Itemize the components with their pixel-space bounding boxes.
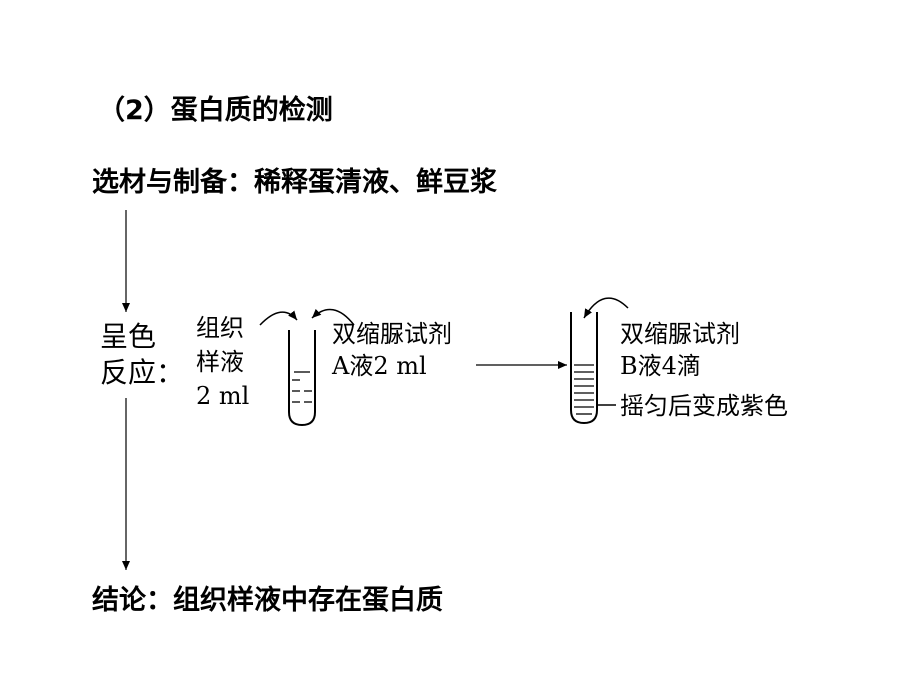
section-title: （2）蛋白质的检测 [98, 95, 333, 126]
test-tube-right [570, 312, 598, 425]
material-preparation: 选材与制备：稀释蛋清液、鲜豆浆 [92, 167, 497, 198]
sample-label-line1: 组织 [196, 314, 244, 342]
conclusion: 结论：组织样液中存在蛋白质 [92, 585, 443, 616]
pour-arrow-reagent-a [311, 308, 355, 326]
reagent-b-line2: B液4滴 [620, 352, 701, 380]
pour-arrow-reagent-b [583, 297, 629, 319]
reaction-label-line1: 呈色 [100, 320, 157, 353]
test-tube-left [288, 330, 316, 427]
pour-arrow-sample [259, 310, 298, 326]
result-note: 摇匀后变成紫色 [620, 392, 788, 420]
reaction-label-line2: 反应： [100, 356, 185, 389]
sample-label-line3: 2 ml [196, 382, 250, 410]
reagent-b-line1: 双缩脲试剂 [620, 320, 740, 348]
sample-label-line2: 样液 [196, 348, 244, 376]
reagent-a-line2: A液2 ml [332, 352, 427, 380]
reagent-a-line1: 双缩脲试剂 [332, 320, 452, 348]
